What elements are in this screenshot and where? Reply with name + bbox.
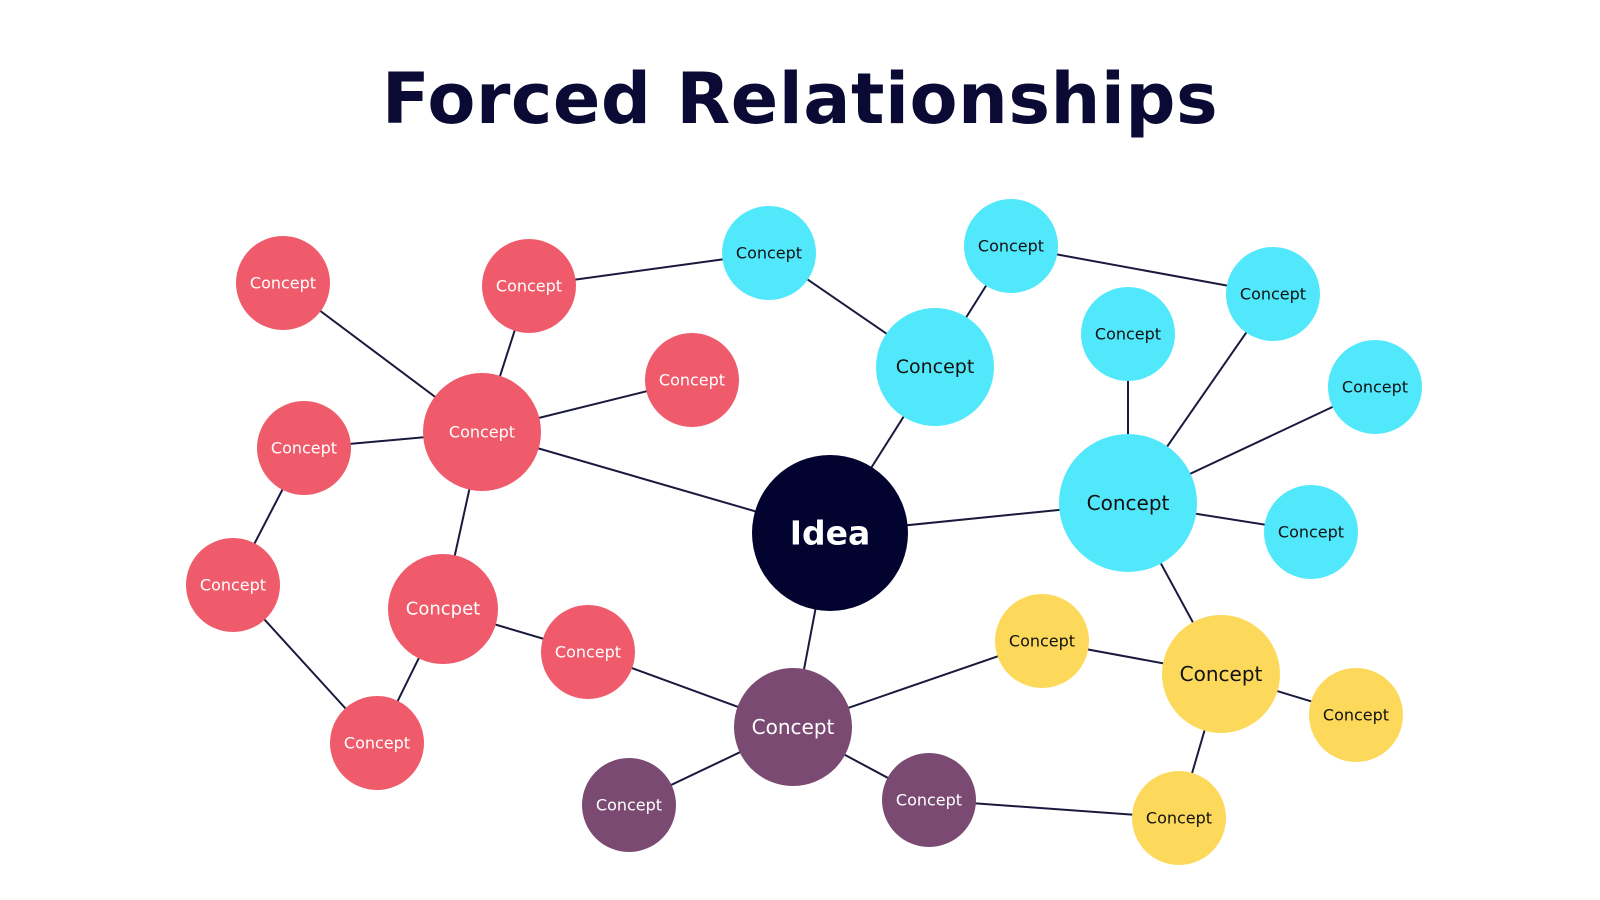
node-circle-r3 [645,333,739,427]
node-label-p2: Concept [596,796,662,815]
node-circle-r8 [541,605,635,699]
node-label-c6: Concept [1342,378,1408,397]
node-p2: Concept [582,758,676,852]
node-label-y2: Concept [1180,662,1263,686]
node-y4: Concept [1132,771,1226,865]
node-label-p1: Concept [752,715,835,739]
node-c5: Concept [1081,287,1175,381]
node-circle-c6 [1328,340,1422,434]
node-r3: Concept [645,333,739,427]
node-label-r6: Concept [200,576,266,595]
node-y1: Concept [995,594,1089,688]
node-r6: Concept [186,538,280,632]
node-y2: Concept [1162,615,1280,733]
node-idea: Idea [752,455,908,611]
node-circle-c2 [964,199,1058,293]
node-circle-r1 [236,236,330,330]
node-label-c7: Concept [1087,491,1170,515]
node-label-r4: Concept [449,423,515,442]
node-label-y3: Concept [1323,706,1389,725]
node-c1: Concept [722,206,816,300]
node-r5: Concept [257,401,351,495]
node-p3: Concept [882,753,976,847]
node-circle-c5 [1081,287,1175,381]
node-label-y4: Concept [1146,809,1212,828]
node-r4: Concept [423,373,541,491]
node-r2: Concept [482,239,576,333]
node-label-r7: Concpet [406,599,480,620]
node-c3: Concept [1226,247,1320,341]
node-circle-y4 [1132,771,1226,865]
node-r7: Concpet [388,554,498,664]
node-label-idea: Idea [790,514,871,553]
node-circle-r2 [482,239,576,333]
node-label-c2: Concept [978,237,1044,256]
node-label-r3: Concept [659,371,725,390]
node-circle-c4 [876,308,994,426]
node-label-r5: Concept [271,439,337,458]
node-circle-r7 [388,554,498,664]
node-circle-p2 [582,758,676,852]
node-c7: Concept [1059,434,1197,572]
node-y3: Concept [1309,668,1403,762]
node-label-p3: Concept [896,791,962,810]
node-label-c5: Concept [1095,325,1161,344]
node-circle-r6 [186,538,280,632]
node-r8: Concept [541,605,635,699]
node-c8: Concept [1264,485,1358,579]
node-circle-p3 [882,753,976,847]
node-label-c4: Concept [896,356,975,378]
node-circle-c7 [1059,434,1197,572]
node-label-r1: Concept [250,274,316,293]
node-circle-r4 [423,373,541,491]
node-circle-c8 [1264,485,1358,579]
node-c6: Concept [1328,340,1422,434]
node-circle-c1 [722,206,816,300]
node-circle-p1 [734,668,852,786]
node-label-c3: Concept [1240,285,1306,304]
node-label-c1: Concept [736,244,802,263]
node-label-c8: Concept [1278,523,1344,542]
node-circle-idea [752,455,908,611]
node-p1: Concept [734,668,852,786]
page-title: Forced Relationships [381,58,1219,140]
node-c4: Concept [876,308,994,426]
node-r9: Concept [330,696,424,790]
node-label-r2: Concept [496,277,562,296]
node-circle-y3 [1309,668,1403,762]
node-label-y1: Concept [1009,632,1075,651]
node-circle-c3 [1226,247,1320,341]
node-c2: Concept [964,199,1058,293]
node-label-r8: Concept [555,643,621,662]
node-r1: Concept [236,236,330,330]
node-circle-r9 [330,696,424,790]
node-circle-r5 [257,401,351,495]
node-circle-y2 [1162,615,1280,733]
node-circle-y1 [995,594,1089,688]
node-label-r9: Concept [344,734,410,753]
